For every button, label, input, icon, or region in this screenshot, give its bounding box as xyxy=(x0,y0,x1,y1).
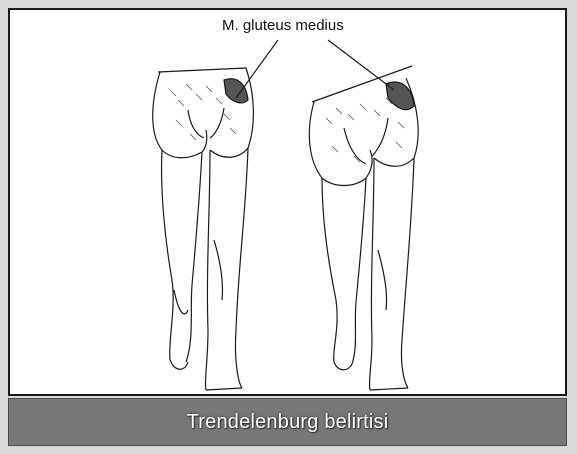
muscle-label: M. gluteus medius xyxy=(222,17,344,34)
right-figure xyxy=(308,65,419,391)
illustration-frame: M. gluteus medius xyxy=(8,8,567,396)
legs-illustration xyxy=(152,39,419,391)
left-pelvis-line xyxy=(157,67,247,73)
left-gluteus-medius xyxy=(223,78,249,104)
leader-line-left xyxy=(235,39,279,99)
caption-bar: Trendelenburg belirtisi xyxy=(8,398,567,446)
left-figure xyxy=(152,67,254,391)
figure-caption: Trendelenburg belirtisi xyxy=(186,410,389,433)
leader-line-right xyxy=(327,39,395,91)
right-pelvis-line xyxy=(311,65,413,103)
